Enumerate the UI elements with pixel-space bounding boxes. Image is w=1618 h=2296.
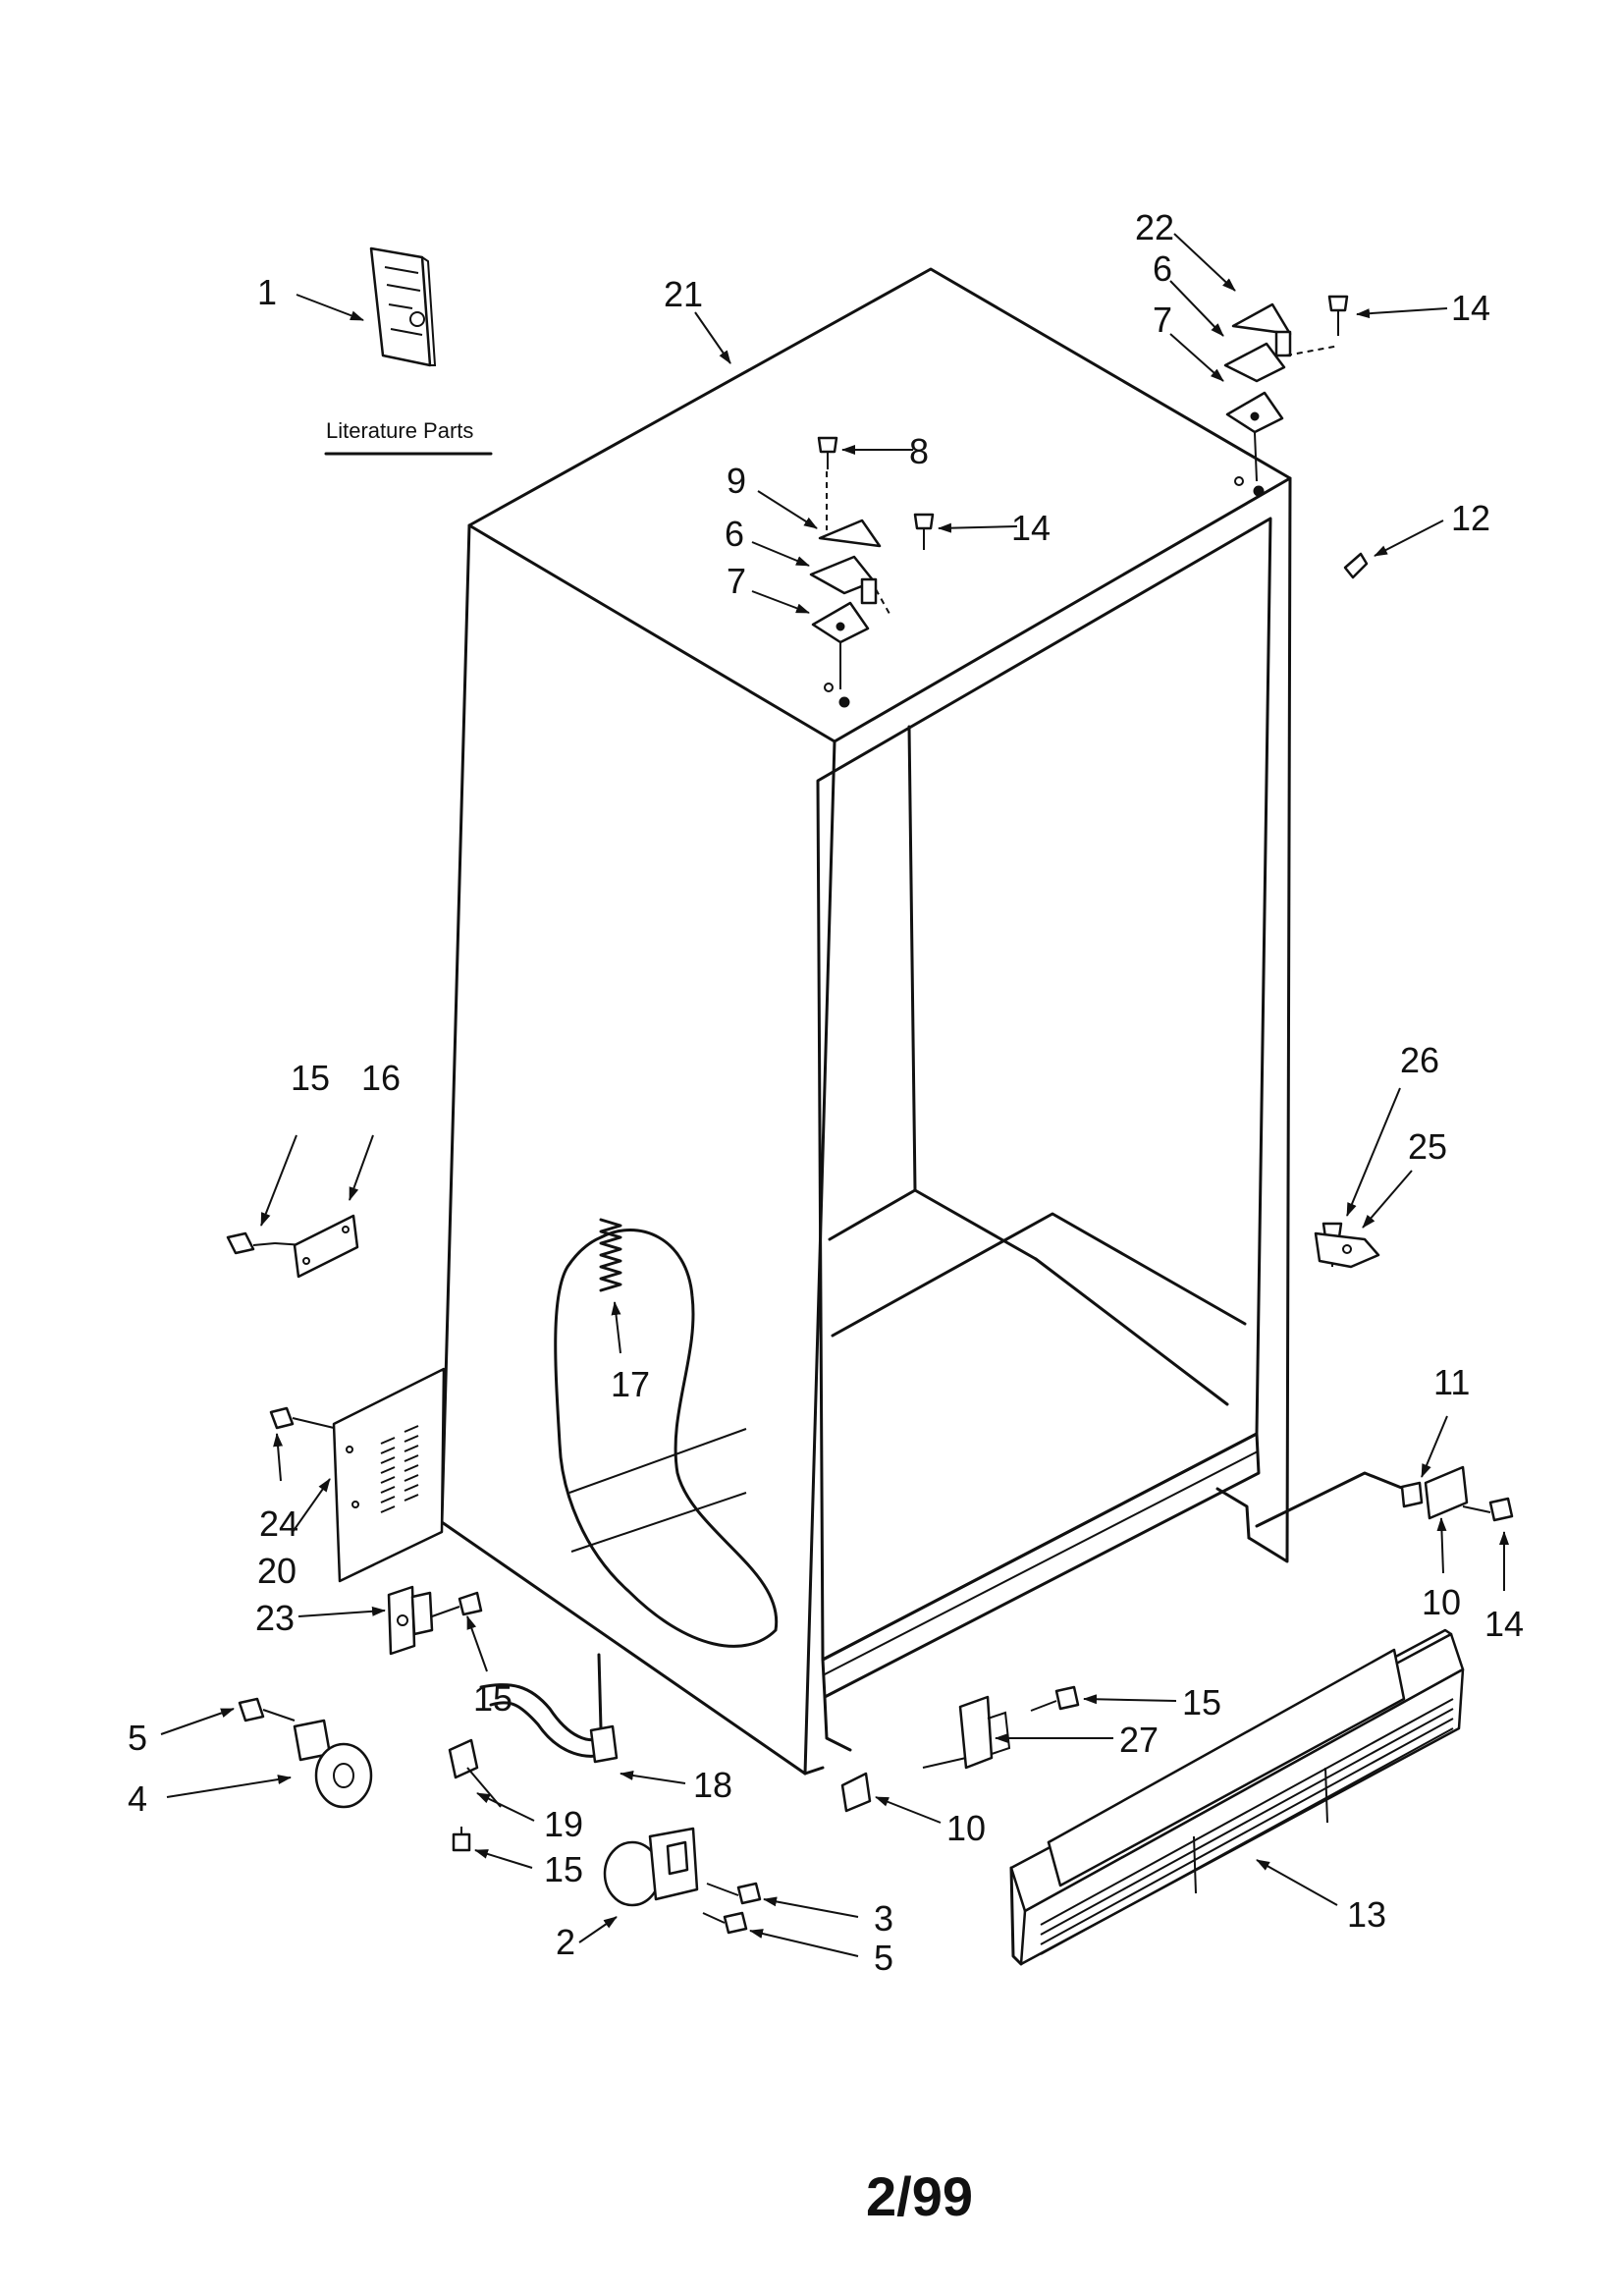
tube-18 bbox=[479, 1653, 619, 1764]
literature-booklet bbox=[369, 246, 437, 367]
hinge-assembly-right bbox=[1223, 302, 1340, 482]
screw-14-top-right bbox=[1327, 295, 1349, 336]
clip-25 bbox=[1314, 1231, 1380, 1269]
callout-15-lower: 15 bbox=[544, 1849, 583, 1889]
plate-16 bbox=[293, 1214, 359, 1279]
callout-4: 4 bbox=[128, 1778, 147, 1819]
callout-19: 19 bbox=[544, 1804, 583, 1844]
screw-5-left bbox=[238, 1697, 296, 1722]
callout-25: 25 bbox=[1408, 1126, 1447, 1167]
callout-16: 16 bbox=[361, 1058, 401, 1098]
bracket-27 bbox=[922, 1695, 1011, 1770]
panel-20 bbox=[332, 1367, 446, 1583]
callout-15-left: 15 bbox=[291, 1058, 330, 1098]
callout-22: 22 bbox=[1135, 207, 1174, 247]
callout-7-center: 7 bbox=[727, 561, 746, 601]
hook-10-center bbox=[840, 1772, 872, 1813]
callout-11: 11 bbox=[1433, 1362, 1470, 1402]
grille-13 bbox=[1009, 1628, 1465, 1966]
screw-15-lower bbox=[452, 1827, 471, 1852]
callout-14-top-right: 14 bbox=[1451, 288, 1490, 328]
clamp-19 bbox=[448, 1738, 502, 1808]
callout-15-bracket: 15 bbox=[473, 1678, 512, 1719]
callout-14-right: 14 bbox=[1484, 1604, 1524, 1644]
callout-10-center: 10 bbox=[946, 1808, 986, 1848]
roller-4 bbox=[293, 1719, 373, 1809]
callout-15-right: 15 bbox=[1182, 1682, 1221, 1722]
clip-12 bbox=[1343, 552, 1369, 579]
callout-6-right: 6 bbox=[1153, 248, 1172, 289]
callout-3: 3 bbox=[874, 1898, 893, 1939]
callout-9: 9 bbox=[727, 461, 746, 501]
callout-14-center: 14 bbox=[1011, 508, 1051, 548]
callout-18: 18 bbox=[693, 1765, 732, 1805]
callout-20: 20 bbox=[257, 1551, 297, 1591]
callout-27: 27 bbox=[1119, 1720, 1159, 1760]
callout-23: 23 bbox=[255, 1598, 295, 1638]
screw-5-lower bbox=[702, 1911, 748, 1935]
callout-13: 13 bbox=[1347, 1894, 1386, 1935]
callout-21: 21 bbox=[664, 274, 703, 314]
callout-numbers: 1 21 22 6 7 14 8 9 6 7 14 12 15 16 26 25… bbox=[128, 207, 1524, 1978]
callout-5-lower: 5 bbox=[874, 1938, 893, 1978]
callout-6-center: 6 bbox=[725, 514, 744, 554]
callout-24: 24 bbox=[259, 1503, 298, 1544]
screw-14-right bbox=[1462, 1497, 1514, 1522]
callout-10-right: 10 bbox=[1422, 1582, 1461, 1622]
screw-8 bbox=[817, 436, 838, 469]
callout-7-right: 7 bbox=[1153, 300, 1172, 340]
page-footer: 2/99 bbox=[866, 2165, 973, 2227]
bracket-11-10 bbox=[1255, 1465, 1469, 1528]
cabinet-outline bbox=[440, 267, 1292, 1776]
screw-14-center bbox=[913, 513, 935, 550]
callout-1: 1 bbox=[257, 272, 277, 312]
hinge-assembly-center bbox=[809, 471, 890, 689]
callout-17: 17 bbox=[611, 1364, 650, 1404]
callout-5-left: 5 bbox=[128, 1718, 147, 1758]
callout-26: 26 bbox=[1400, 1040, 1439, 1080]
bracket-23 bbox=[387, 1585, 434, 1656]
screw-15-bracket bbox=[431, 1591, 483, 1617]
screw-24 bbox=[269, 1406, 335, 1430]
callout-2: 2 bbox=[556, 1922, 575, 1962]
leader-lines bbox=[160, 233, 1509, 1957]
screw-3 bbox=[706, 1882, 762, 1905]
literature-parts-label: Literature Parts bbox=[326, 418, 473, 443]
callout-12: 12 bbox=[1451, 498, 1490, 538]
callout-8: 8 bbox=[909, 431, 929, 471]
spring-17 bbox=[599, 1218, 622, 1292]
screw-15-right bbox=[1030, 1685, 1080, 1712]
roller-2 bbox=[603, 1827, 699, 1907]
